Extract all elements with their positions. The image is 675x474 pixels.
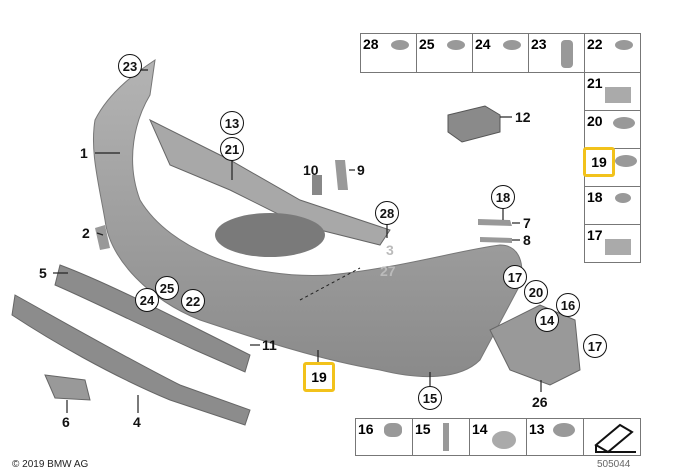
bolt-icon [615,40,633,50]
block-12 [447,105,501,143]
screw-icon [615,193,631,203]
label-7: 7 [523,215,531,231]
callout-21[interactable]: 21 [220,137,244,161]
label-11: 11 [262,337,277,353]
label-5: 5 [39,265,47,281]
label-26: 26 [532,394,548,410]
screw-icon [391,40,409,50]
clip-nut-icon [605,239,631,255]
label-2: 2 [82,225,90,241]
label-27: 27 [380,263,396,279]
part-9 [335,160,348,190]
callout-22[interactable]: 22 [181,289,205,313]
label-10: 10 [303,162,319,178]
grille-opening [215,213,325,257]
callout-15[interactable]: 15 [418,386,442,410]
callout-16[interactable]: 16 [556,293,580,317]
fastener-cell-15[interactable]: 15 [412,418,470,456]
label-3: 3 [386,242,394,258]
part-2 [95,225,110,250]
callout-14[interactable]: 14 [535,308,559,332]
label-1: 1 [80,145,88,161]
part-8 [480,237,512,243]
callout-13[interactable]: 13 [220,111,244,135]
screw-icon [613,117,635,129]
label-6: 6 [62,414,70,430]
fastener-cell-13[interactable]: 13 [526,418,584,456]
label-9: 9 [357,162,365,178]
screw-icon [615,155,637,167]
part-7 [478,219,512,226]
speed-nut-icon [492,431,516,449]
callout-18[interactable]: 18 [491,185,515,209]
fastener-cell-16[interactable]: 16 [355,418,413,456]
callout-19-highlighted[interactable]: 19 [303,362,335,392]
fastener-cell-14[interactable]: 14 [469,418,527,456]
fastener-cell-23[interactable]: 23 [528,33,585,73]
callout-17b[interactable]: 17 [583,334,607,358]
part-6 [44,374,91,401]
label-12: 12 [515,109,531,125]
fastener-cell-18[interactable]: 18 [584,186,641,225]
screw-icon [503,40,521,50]
grille-carrier [148,118,391,246]
fastener-cell-21[interactable]: 21 [584,72,641,111]
screw-icon [561,40,573,68]
copyright: © 2019 BMW AG [12,459,89,470]
direction-arrow-cell [583,418,641,456]
fastener-cell-25[interactable]: 25 [416,33,473,73]
fastener-cell-24[interactable]: 24 [472,33,529,73]
fastener-cell-20[interactable]: 20 [584,110,641,149]
callout-23[interactable]: 23 [118,54,142,78]
screw-icon [447,40,465,50]
callout-17[interactable]: 17 [503,265,527,289]
callout-20[interactable]: 20 [524,280,548,304]
callout-28[interactable]: 28 [375,201,399,225]
part-10 [312,175,322,195]
label-8: 8 [523,232,531,248]
fastener-cell-28[interactable]: 28 [360,33,417,73]
label-4: 4 [133,414,141,430]
direction-arrow-icon [594,423,636,454]
screw-icon [553,423,575,437]
clip-nut-icon [605,87,631,103]
fastener-cell-22[interactable]: 22 [584,33,641,73]
bolt-icon [384,423,402,437]
lower-grille-4 [11,294,251,426]
expansion-rivet-icon [443,423,449,451]
lower-grille-5 [54,264,251,373]
fastener-cell-17[interactable]: 17 [584,224,641,263]
callout-25[interactable]: 25 [155,276,179,300]
callout-24[interactable]: 24 [135,288,159,312]
leader-lines [53,69,542,413]
diagram-number: 505044 [597,459,631,470]
fastener-cell-19[interactable]: 19 [583,147,641,187]
